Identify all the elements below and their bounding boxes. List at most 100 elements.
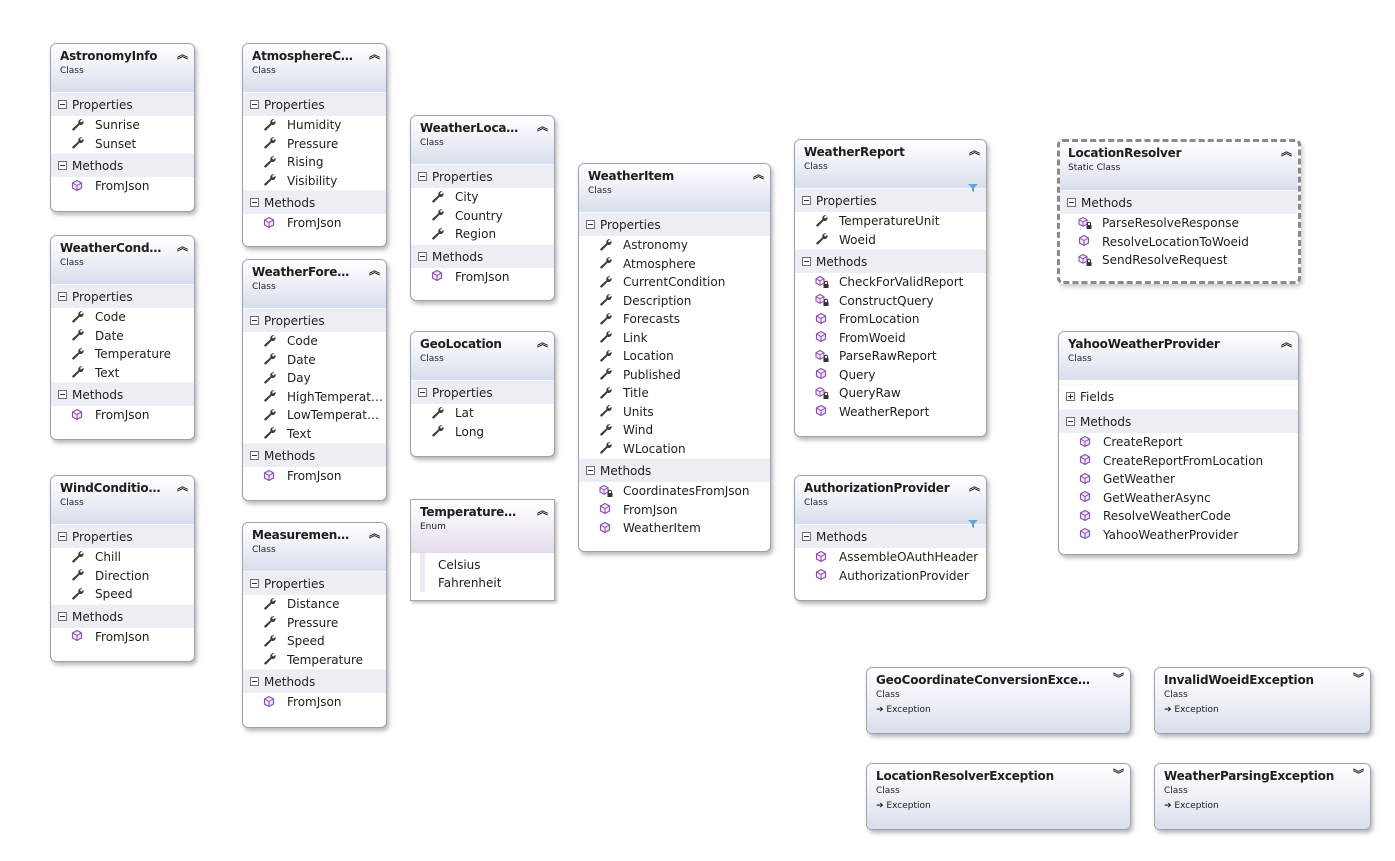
properties-section-header[interactable]: Properties [411, 380, 554, 404]
property-item[interactable]: TemperatureUnit [795, 212, 986, 231]
collapse-section-icon[interactable] [1066, 417, 1075, 426]
class-header[interactable]: WeatherParsingException Class ➔ Exceptio… [1155, 764, 1370, 829]
collapse-chevron-icon[interactable]: ︽ [369, 48, 380, 61]
class-header[interactable]: InvalidWoeidException Class ➔ Exception … [1155, 668, 1370, 733]
exception-geocoordinateconversion[interactable]: GeoCoordinateConversionException Class ➔… [866, 667, 1131, 734]
property-item[interactable]: Date [243, 351, 386, 370]
property-item[interactable]: Chill [51, 548, 194, 567]
expand-section-icon[interactable] [1066, 392, 1075, 401]
property-item[interactable]: Day [243, 369, 386, 388]
collapse-chevron-icon[interactable]: ︽ [177, 240, 188, 253]
collapse-section-icon[interactable] [58, 390, 67, 399]
class-header[interactable]: MeasurementU... Class ︽ [243, 523, 386, 571]
property-item[interactable]: CurrentCondition [579, 273, 770, 292]
collapse-chevron-icon[interactable]: ︽ [369, 264, 380, 277]
method-item[interactable]: CoordinatesFromJson [579, 482, 770, 501]
property-item[interactable]: Lat [411, 404, 554, 423]
method-item[interactable]: FromJson [579, 501, 770, 520]
collapse-section-icon[interactable] [250, 579, 259, 588]
property-item[interactable]: Country [411, 207, 554, 226]
class-header[interactable]: LocationResolverException Class ➔ Except… [867, 764, 1130, 829]
class-atmosphereconditions[interactable]: AtmosphereCon... Class ︽ Properties Humi… [242, 43, 387, 247]
method-item[interactable]: FromJson [51, 628, 194, 647]
collapse-chevron-icon[interactable]: ︽ [1281, 336, 1292, 349]
property-item[interactable]: Sunset [51, 135, 194, 154]
property-item[interactable]: Title [579, 384, 770, 403]
property-item[interactable]: LowTemperature [243, 406, 386, 425]
method-item[interactable]: FromLocation [795, 310, 986, 329]
collapse-chevron-icon[interactable]: ︽ [537, 336, 548, 349]
collapse-section-icon[interactable] [586, 220, 595, 229]
properties-section-header[interactable]: Properties [795, 188, 986, 212]
methods-section-header[interactable]: Methods [795, 249, 986, 273]
filter-icon[interactable] [968, 177, 978, 192]
property-item[interactable]: Code [243, 332, 386, 351]
collapse-section-icon[interactable] [250, 316, 259, 325]
methods-section-header[interactable]: Methods [579, 458, 770, 482]
properties-section-header[interactable]: Properties [51, 524, 194, 548]
collapse-section-icon[interactable] [58, 532, 67, 541]
class-measurementunits[interactable]: MeasurementU... Class ︽ Properties Dista… [242, 522, 387, 728]
method-item[interactable]: GetWeather [1059, 470, 1298, 489]
class-header[interactable]: LocationResolver Static Class ︽ [1060, 142, 1298, 190]
collapse-chevron-icon[interactable]: ︽ [969, 144, 980, 157]
property-item[interactable]: Pressure [243, 614, 386, 633]
enum-temperatureunit[interactable]: TemperatureUnit Enum ︽ Celsius Fahrenhei… [410, 499, 555, 601]
property-item[interactable]: Wind [579, 421, 770, 440]
collapse-section-icon[interactable] [418, 251, 427, 261]
class-header[interactable]: GeoLocation Class ︽ [411, 332, 554, 380]
class-astronomyinfo[interactable]: AstronomyInfo Class ︽ Properties Sunrise… [50, 43, 195, 212]
method-item[interactable]: YahooWeatherProvider [1059, 526, 1298, 545]
method-item[interactable]: FromJson [243, 693, 386, 712]
collapse-section-icon[interactable] [250, 100, 259, 109]
class-header[interactable]: AstronomyInfo Class ︽ [51, 44, 194, 92]
method-item[interactable]: FromJson [243, 214, 386, 233]
class-header[interactable]: WeatherConditi... Class ︽ [51, 236, 194, 284]
collapse-chevron-icon[interactable]: ︽ [177, 48, 188, 61]
collapse-section-icon[interactable] [1067, 198, 1076, 207]
method-item[interactable]: ParseRawReport [795, 347, 986, 366]
properties-section-header[interactable]: Properties [51, 284, 194, 308]
filter-icon[interactable] [968, 513, 978, 528]
method-item[interactable]: ResolveWeatherCode [1059, 507, 1298, 526]
class-weatherforecast[interactable]: WeatherForecast Class ︽ Properties Code … [242, 259, 387, 501]
method-item[interactable]: CheckForValidReport [795, 273, 986, 292]
method-item[interactable]: CreateReportFromLocation [1059, 452, 1298, 471]
method-item[interactable]: ParseResolveResponse [1060, 214, 1298, 233]
collapse-section-icon[interactable] [418, 388, 427, 397]
property-item[interactable]: Code [51, 308, 194, 327]
class-weatheritem[interactable]: WeatherItem Class ︽ Properties Astronomy… [578, 163, 771, 552]
property-item[interactable]: Text [51, 364, 194, 383]
property-item[interactable]: Text [243, 425, 386, 444]
collapse-chevron-icon[interactable]: ︽ [369, 527, 380, 540]
method-item[interactable]: FromJson [411, 268, 554, 287]
property-item[interactable]: City [411, 188, 554, 207]
property-item[interactable]: Long [411, 423, 554, 442]
collapse-section-icon[interactable] [58, 100, 67, 109]
property-item[interactable]: Speed [51, 585, 194, 604]
method-item[interactable]: ResolveLocationToWoeid [1060, 233, 1298, 252]
collapse-section-icon[interactable] [58, 611, 67, 621]
method-item[interactable]: CreateReport [1059, 433, 1298, 452]
properties-section-header[interactable]: Properties [411, 164, 554, 188]
property-item[interactable]: Temperature [51, 345, 194, 364]
method-item[interactable]: FromJson [51, 406, 194, 425]
fields-section-header[interactable]: Fields [1059, 384, 1298, 408]
method-item[interactable]: WeatherItem [579, 519, 770, 538]
methods-section-header[interactable]: Methods [243, 190, 386, 214]
property-item[interactable]: Description [579, 292, 770, 311]
property-item[interactable]: Direction [51, 567, 194, 586]
property-item[interactable]: Location [579, 347, 770, 366]
property-item[interactable]: Visibility [243, 172, 386, 191]
class-weatherlocation[interactable]: WeatherLocation Class ︽ Properties City … [410, 115, 555, 301]
collapse-chevron-icon[interactable]: ︽ [753, 168, 764, 181]
class-header[interactable]: WeatherReport Class ︽ [795, 140, 986, 192]
enum-value[interactable]: Fahrenheit [438, 576, 502, 590]
collapse-chevron-icon[interactable]: ︽ [177, 480, 188, 493]
collapse-section-icon[interactable] [250, 198, 259, 207]
methods-section-header[interactable]: Methods [1060, 190, 1298, 214]
methods-section-header[interactable]: Methods [51, 382, 194, 406]
property-item[interactable]: Rising [243, 153, 386, 172]
method-item[interactable]: GetWeatherAsync [1059, 489, 1298, 508]
class-weatherreport[interactable]: WeatherReport Class ︽ Properties Tempera… [794, 139, 987, 437]
